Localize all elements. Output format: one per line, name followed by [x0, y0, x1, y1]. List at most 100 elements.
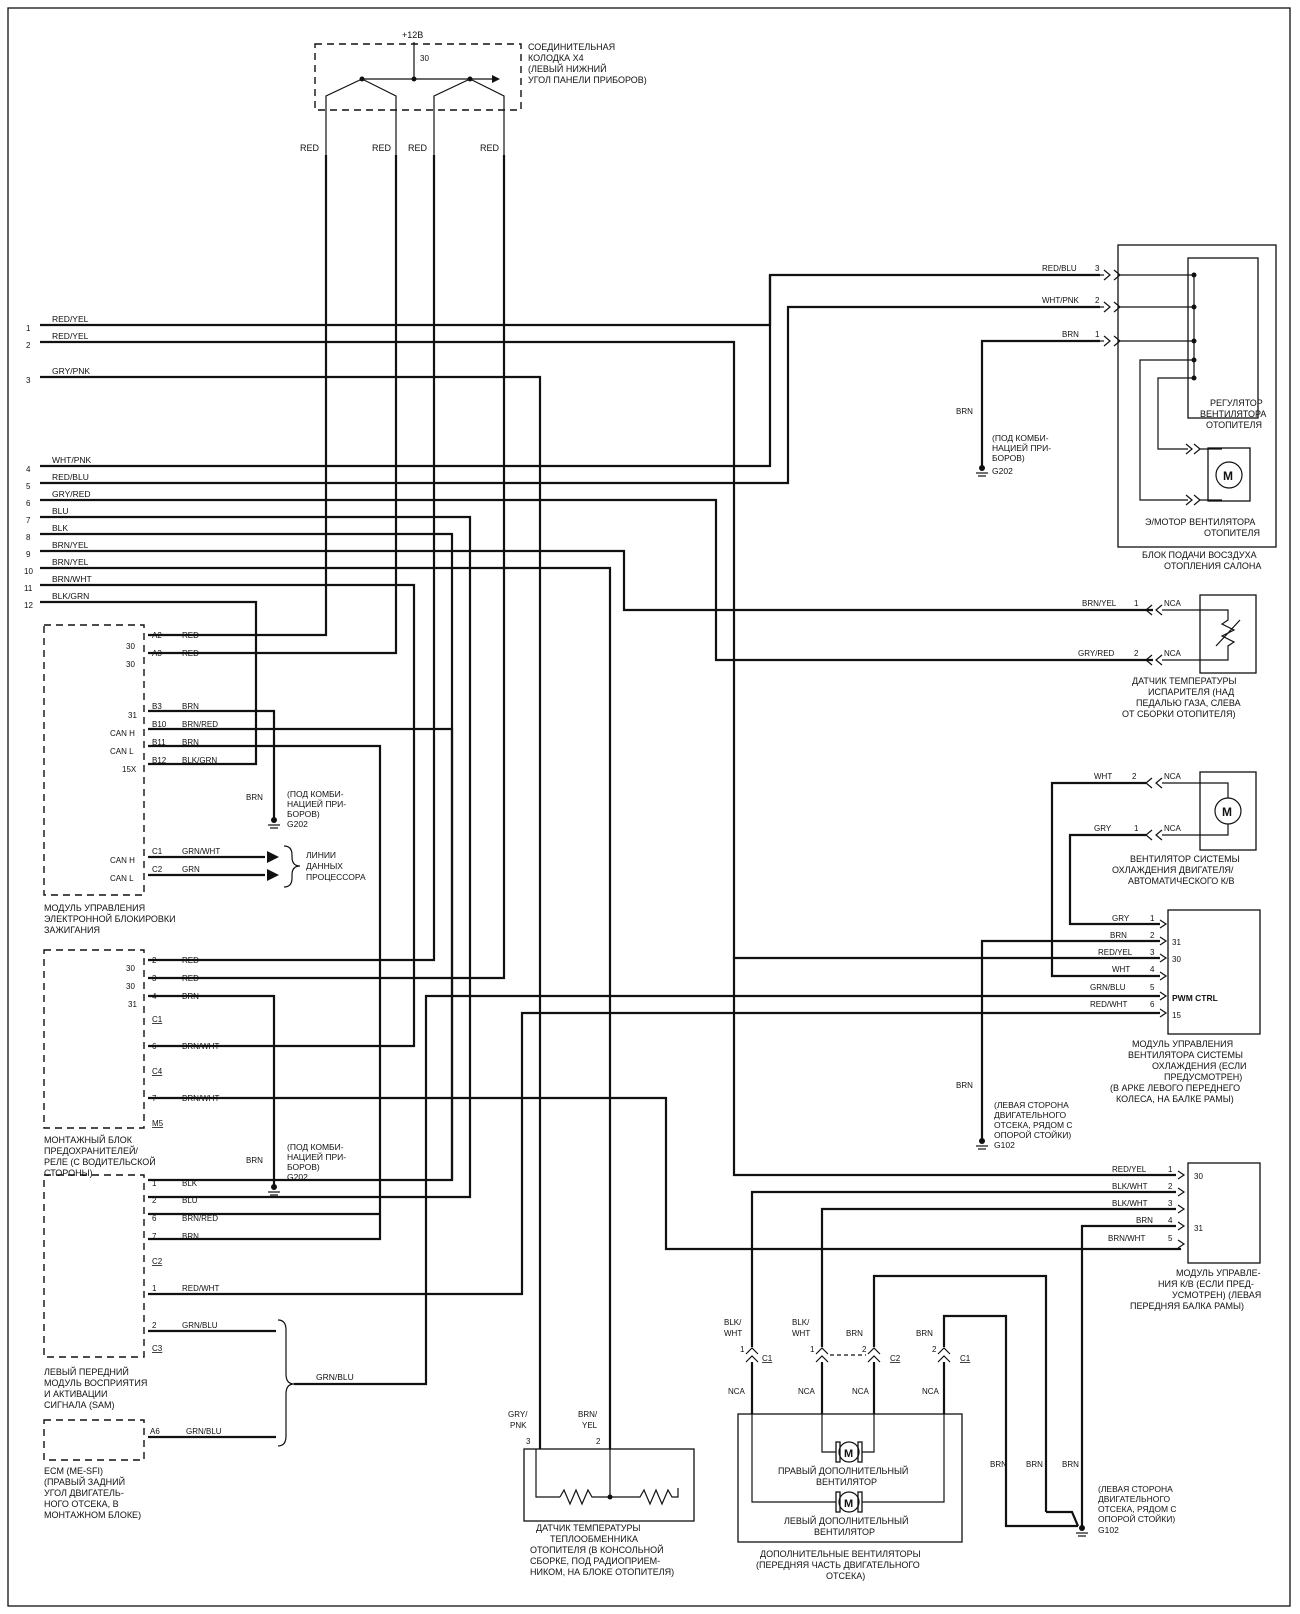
heater-sensor-outline — [523, 1448, 695, 1522]
evap-nca-1: NCA — [1164, 599, 1182, 608]
fuse-term-1: 30 — [126, 964, 135, 973]
wire-num-10: 10 — [24, 567, 33, 576]
fuse-pin-1: 2 — [152, 956, 157, 965]
fuse-term-3: 31 — [128, 1000, 137, 1009]
aux-nca-2: NCA — [798, 1387, 816, 1396]
data-lines-3: ПРОЦЕССОРА — [306, 872, 366, 882]
ignition-module-outline — [43, 624, 145, 896]
wire-color-7: BLU — [52, 506, 69, 516]
g102-bottom-5: G102 — [1098, 1525, 1119, 1535]
x4-label-2: КОЛОДКА X4 — [528, 53, 584, 63]
ac-label-1: МОДУЛЬ УПРАВЛЕ- — [1176, 1268, 1261, 1278]
voltage-label: +12B — [402, 30, 423, 40]
ign-term-5: CAN L — [110, 747, 134, 756]
ac-pin-4: 4 — [1168, 1216, 1173, 1225]
g202-lower-1: (ПОД КОМБИ- — [287, 1142, 344, 1152]
g202-right-wire: BRN — [956, 407, 973, 416]
aux-wire-3-top: BRN — [846, 1329, 863, 1338]
heater-wire-1-bottom: PNK — [510, 1421, 527, 1430]
aux-wire-2-top: BLK/ — [792, 1318, 810, 1327]
ecm-wire: GRN/BLU — [186, 1427, 222, 1436]
ecm-pin: A6 — [150, 1427, 160, 1436]
wire-color-5: RED/BLU — [52, 472, 89, 482]
heater-wire-1-top: GRY/ — [508, 1410, 528, 1419]
g202-right-2: НАЦИЕЙ ПРИ- — [992, 442, 1051, 453]
ac-pin-3: 3 — [1168, 1199, 1173, 1208]
ac-pin-5: 5 — [1168, 1234, 1173, 1243]
evap-wire-2: GRY/RED — [1078, 649, 1115, 658]
ecm-label-4: НОГО ОТСЕКА, В — [44, 1499, 119, 1509]
pwm-module-outline — [1167, 909, 1261, 1035]
blower-pin-1: 3 — [1095, 264, 1100, 273]
sam-pin-5: 1 — [152, 1284, 157, 1293]
pwm-term-3: 30 — [1172, 955, 1181, 964]
g202-lower-3: БОРОВ) — [287, 1162, 320, 1172]
fan-label-2: ОХЛАЖДЕНИЯ ДВИГАТЕЛЯ/ — [1112, 865, 1234, 875]
pwm-label-5: (В АРКЕ ЛЕВОГО ПЕРЕДНЕГО — [1110, 1083, 1240, 1093]
blower-motor-symbol: M — [1223, 469, 1233, 483]
pwm-term-2: 31 — [1172, 938, 1181, 947]
pwm-wire-6: RED/WHT — [1090, 1000, 1127, 1009]
ignition-module: 30 A2 RED 30 A3 RED 31 B3 BRN CAN H B10 … — [43, 624, 366, 935]
fan-label-3: АВТОМАТИЧЕСКОГО К/В — [1128, 876, 1235, 886]
wire-num-4: 4 — [26, 465, 31, 474]
evaporator-temp-sensor: BRN/YEL 1 NCA GRY/RED 2 NCA ДАТЧИК ТЕМПЕ… — [1078, 594, 1257, 719]
g202-upper-2: НАЦИЕЙ ПРИ- — [287, 798, 346, 809]
pwm-label-6: КОЛЕСА, НА БАЛКЕ РАМЫ) — [1116, 1094, 1234, 1104]
ign-can-wire-1: GRN/WHT — [182, 847, 220, 856]
wire-color-8: BLK — [52, 523, 68, 533]
ground-g202-upper: BRN (ПОД КОМБИ- НАЦИЕЙ ПРИ- БОРОВ) G202 — [246, 789, 346, 829]
cooling-fan-outline — [1199, 771, 1257, 851]
g202-lower-4: G202 — [287, 1172, 308, 1182]
g102-bottom-4: ОПОРОЙ СТОЙКИ) — [1098, 1513, 1175, 1524]
ac-wire-1: RED/YEL — [1112, 1165, 1147, 1174]
evap-wire-1: BRN/YEL — [1082, 599, 1117, 608]
g102-bottom-3: ОТСЕКА, РЯДОМ С — [1098, 1504, 1177, 1514]
auxiliary-fans: BLK/ WHT 1 C1 NCA BLK/ WHT 1 NCA BRN 2 C… — [724, 1318, 971, 1581]
ign-pin-5: B11 — [152, 738, 166, 747]
blower-unit: RED/BLU 3 WHT/PNK 2 BRN 1 M РЕГУЛЯТОР ВЕ… — [1042, 244, 1277, 571]
blower-wire-1: RED/BLU — [1042, 264, 1077, 273]
pwm-wire-4: WHT — [1112, 965, 1130, 974]
aux-pin-3: 2 — [862, 1345, 867, 1354]
heater-label-4: СБОРКЕ, ПОД РАДИОПРИЕМ- — [530, 1556, 660, 1566]
pwm-label-3: ОХЛАЖДЕНИЯ (ЕСЛИ — [1152, 1061, 1246, 1071]
wire-red-1: RED — [300, 143, 320, 153]
sam-outline — [43, 1174, 145, 1358]
fuse-label-4: СТОРОНЫ) — [44, 1168, 93, 1178]
ign-pin-6: B12 — [152, 756, 167, 765]
blower-label-2: ОТОПЛЕНИЯ САЛОНА — [1164, 561, 1261, 571]
heater-pin-1: 3 — [526, 1437, 531, 1446]
ign-label-2: ЭЛЕКТРОННОЙ БЛОКИРОВКИ — [44, 913, 176, 924]
g102-mid-4: ОПОРОЙ СТОЙКИ) — [994, 1129, 1071, 1140]
pwm-fan-module: GRY 1 BRN 2 31 RED/YEL 3 30 WHT 4 GRN/BL… — [1090, 909, 1261, 1104]
right-fan-label-2: ВЕНТИЛЯТОР — [816, 1477, 877, 1487]
heater-temp-sensor: GRY/ PNK 3 BRN/ YEL 2 ДАТЧИК ТЕМПЕРАТУРЫ… — [508, 1410, 695, 1577]
sam-wire-1: BLK — [182, 1179, 198, 1188]
g202-lower-wire: BRN — [246, 1156, 263, 1165]
pwm-pin-2: 2 — [1150, 931, 1155, 940]
ign-pin-2: A3 — [152, 649, 162, 658]
engine-cooling-fan: WHT 2 NCA GRY 1 NCA M ВЕНТИЛЯТОР СИСТЕМЫ… — [1094, 771, 1257, 886]
ecm-label-3: УГОЛ ДВИГАТЕЛЬ- — [44, 1488, 124, 1498]
wire-color-1: RED/YEL — [52, 314, 89, 324]
x4-label-4: УГОЛ ПАНЕЛИ ПРИБОРОВ) — [528, 75, 647, 85]
evap-pin-1: 1 — [1134, 599, 1139, 608]
ac-wire-3: BLK/WHT — [1112, 1199, 1148, 1208]
ac-wire-5: BRN/WHT — [1108, 1234, 1145, 1243]
g102-mid-2: ДВИГАТЕЛЬНОГО — [994, 1110, 1066, 1120]
ign-wire-6: BLK/GRN — [182, 756, 217, 765]
blower-motor-label-1: Э/МОТОР ВЕНТИЛЯТОРА — [1145, 517, 1255, 527]
evap-pin-2: 2 — [1134, 649, 1139, 658]
pwm-term-5: PWM CTRL — [1172, 993, 1218, 1003]
wire-red-4: RED — [480, 143, 500, 153]
fan-wire-1: WHT — [1094, 772, 1112, 781]
fan-wire-2: GRY — [1094, 824, 1112, 833]
wire-color-11: BRN/WHT — [52, 574, 92, 584]
sam-pin-2: 2 — [152, 1196, 157, 1205]
g202-upper-4: G202 — [287, 819, 308, 829]
evap-label-2: ИСПАРИТЕЛЯ (НАД — [1148, 687, 1234, 697]
left-aux-fan-motor: M — [844, 1498, 853, 1510]
sam-label-3: И АКТИВАЦИИ — [44, 1389, 107, 1399]
pwm-term-6: 15 — [1172, 1011, 1181, 1020]
